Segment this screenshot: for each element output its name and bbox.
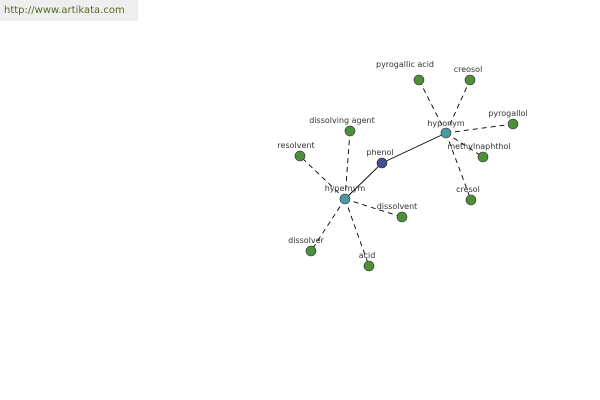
- leaf-resolvent-node[interactable]: [294, 150, 306, 162]
- edge-hyponym-creosol: [445, 79, 471, 134]
- leaf-dissolver-node[interactable]: [305, 245, 317, 257]
- leaf-creosol-node[interactable]: [464, 74, 476, 86]
- edge-hyponym-cresol: [445, 132, 472, 201]
- edge-hypernym-acid: [344, 198, 370, 267]
- edge-phenol-hyponym: [381, 132, 447, 164]
- leaf-dissolvent-node[interactable]: [396, 211, 408, 223]
- leaf-pyrogallol-node[interactable]: [507, 118, 519, 130]
- leaf-pyrogallol-label[interactable]: pyrogallol: [488, 109, 527, 118]
- leaf-dissolvent-label[interactable]: dissolvent: [377, 202, 418, 211]
- leaf-acid-node[interactable]: [363, 260, 375, 272]
- leaf-methylnaphthol-label[interactable]: methylnaphthol: [447, 142, 510, 151]
- center-phenol-node[interactable]: [376, 157, 388, 169]
- leaf-dissolver-label[interactable]: dissolver: [288, 236, 324, 245]
- center-phenol-label[interactable]: phenol: [366, 148, 393, 157]
- site-url-link[interactable]: http://www.artikata.com: [4, 5, 125, 16]
- leaf-dissolving-agent-label[interactable]: dissolving agent: [309, 116, 375, 125]
- leaf-creosol-label[interactable]: creosol: [454, 65, 483, 74]
- edge-hyponym-methylnaphthol: [445, 132, 484, 158]
- leaf-cresol-node[interactable]: [465, 194, 477, 206]
- leaf-pyrogallic-acid-node[interactable]: [413, 74, 425, 86]
- leaf-pyrogallic-acid-label[interactable]: pyrogallic acid: [376, 60, 434, 69]
- edge-hyponym-pyrogallic-acid: [418, 79, 447, 134]
- edge-hypernym-dissolving-agent: [344, 130, 351, 200]
- edge-phenol-hypernym: [344, 162, 383, 200]
- relation-hypernym-label[interactable]: hypernym: [325, 184, 366, 193]
- leaf-methylnaphthol-node[interactable]: [477, 151, 489, 163]
- edge-hyponym-pyrogallol: [445, 123, 514, 134]
- relation-hyponym-label[interactable]: hyponym: [427, 119, 465, 128]
- leaf-resolvent-label[interactable]: resolvent: [277, 141, 314, 150]
- edge-hypernym-dissolvent: [344, 198, 403, 218]
- edge-hypernym-dissolver: [310, 198, 346, 252]
- leaf-cresol-label[interactable]: cresol: [456, 185, 480, 194]
- leaf-dissolving-agent-node[interactable]: [344, 125, 356, 137]
- url-bar: http://www.artikata.com: [0, 0, 138, 21]
- relation-hyponym-node[interactable]: [440, 127, 452, 139]
- edge-hypernym-resolvent: [299, 155, 346, 200]
- leaf-acid-label[interactable]: acid: [359, 251, 376, 260]
- relation-hypernym-node[interactable]: [339, 193, 351, 205]
